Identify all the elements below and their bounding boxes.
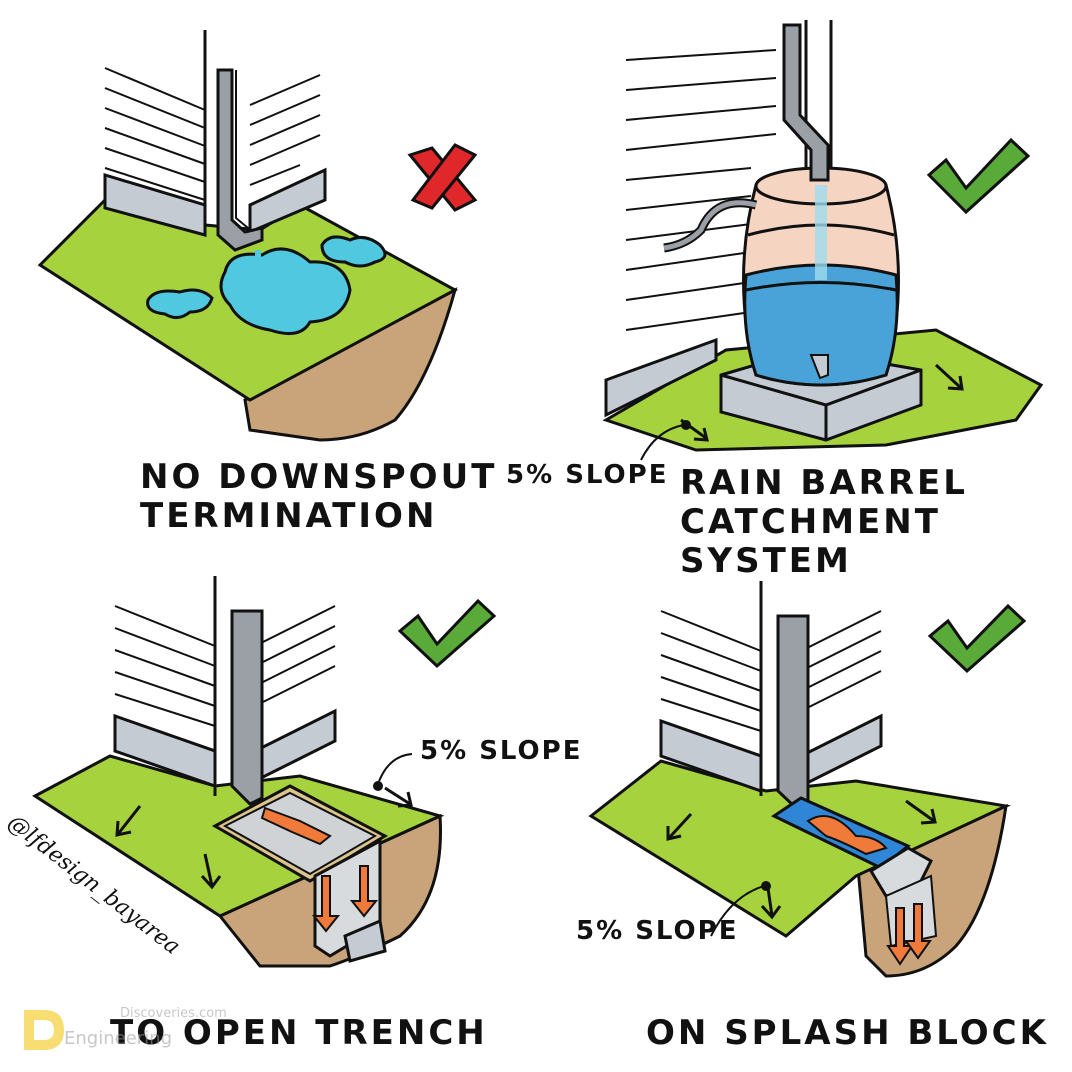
lawn [588, 759, 1012, 938]
slope-arrow-icon [115, 786, 413, 890]
slope-leader [640, 424, 685, 461]
watermark-line-2: Engineering [64, 1028, 172, 1049]
caption-no-termination: NO DOWNSPOUT TERMINATION [140, 457, 498, 537]
illustration-rain-barrel [602, 20, 1044, 461]
panel-open-trench: 5% SLOPE TO OPEN TRENCH [0, 536, 580, 1072]
puddle-main [219, 247, 352, 336]
siding [660, 610, 882, 732]
check-icon [397, 598, 497, 669]
siding-right [249, 74, 321, 186]
panel-rain-barrel: 5% SLOPE RAIN BARREL CATCHMENT SYSTEM [506, 0, 1072, 581]
slope-leader [377, 753, 413, 785]
flow-arrows [260, 806, 379, 933]
slope-label: 5% SLOPE [506, 460, 669, 490]
flow-arrows [886, 903, 932, 966]
caption-open-trench: TO OPEN TRENCH [110, 1013, 488, 1053]
siding [114, 605, 336, 727]
illustration-splash-block [588, 581, 1027, 978]
caption-line-2: CATCHMENT SYSTEM [680, 502, 941, 582]
barrel-water [743, 263, 899, 387]
slope-arrow-icon [666, 799, 937, 920]
slope-label: 5% SLOPE [420, 736, 583, 766]
drain-pipe [343, 918, 387, 963]
panel-no-termination: NO DOWNSPOUT TERMINATION [0, 0, 536, 536]
caption-line-1: NO DOWNSPOUT [140, 457, 498, 497]
illustration-no-termination [37, 30, 478, 442]
downspout [782, 23, 830, 182]
siding-left [104, 67, 206, 201]
check-icon [926, 137, 1031, 215]
foundation [103, 172, 207, 237]
puddle-right [320, 235, 387, 268]
engineering-discoveries-logo [24, 1010, 64, 1050]
siding [625, 49, 777, 331]
foundation [113, 713, 217, 789]
downspout [216, 68, 264, 252]
faucet [809, 354, 829, 380]
check-icon [927, 603, 1027, 674]
watermark: Discoveries.com Engineering [20, 1006, 230, 1056]
cross-icon [407, 143, 478, 212]
downspout [776, 614, 810, 810]
slope-label: 5% SLOPE [576, 916, 739, 946]
caption-line-2: TERMINATION [140, 496, 438, 537]
downspout [230, 609, 264, 806]
soil-section [243, 287, 458, 442]
foundation [659, 718, 763, 794]
caption-splash-block: ON SPLASH BLOCK [646, 1013, 1049, 1053]
illustration-open-trench [32, 576, 497, 968]
watermark-line-1: Discoveries.com [120, 1006, 227, 1021]
puddle-left [146, 288, 214, 319]
caption-line-1: RAIN BARREL [680, 463, 968, 503]
caption-rain-barrel: RAIN BARREL CATCHMENT SYSTEM [680, 463, 1072, 582]
panel-splash-block: 5% SLOPE ON SPLASH BLOCK [536, 536, 1072, 1072]
caption-line-1: TO OPEN TRENCH [110, 1013, 488, 1053]
slope-leader [710, 885, 765, 937]
caption-line-1: ON SPLASH BLOCK [646, 1013, 1049, 1053]
